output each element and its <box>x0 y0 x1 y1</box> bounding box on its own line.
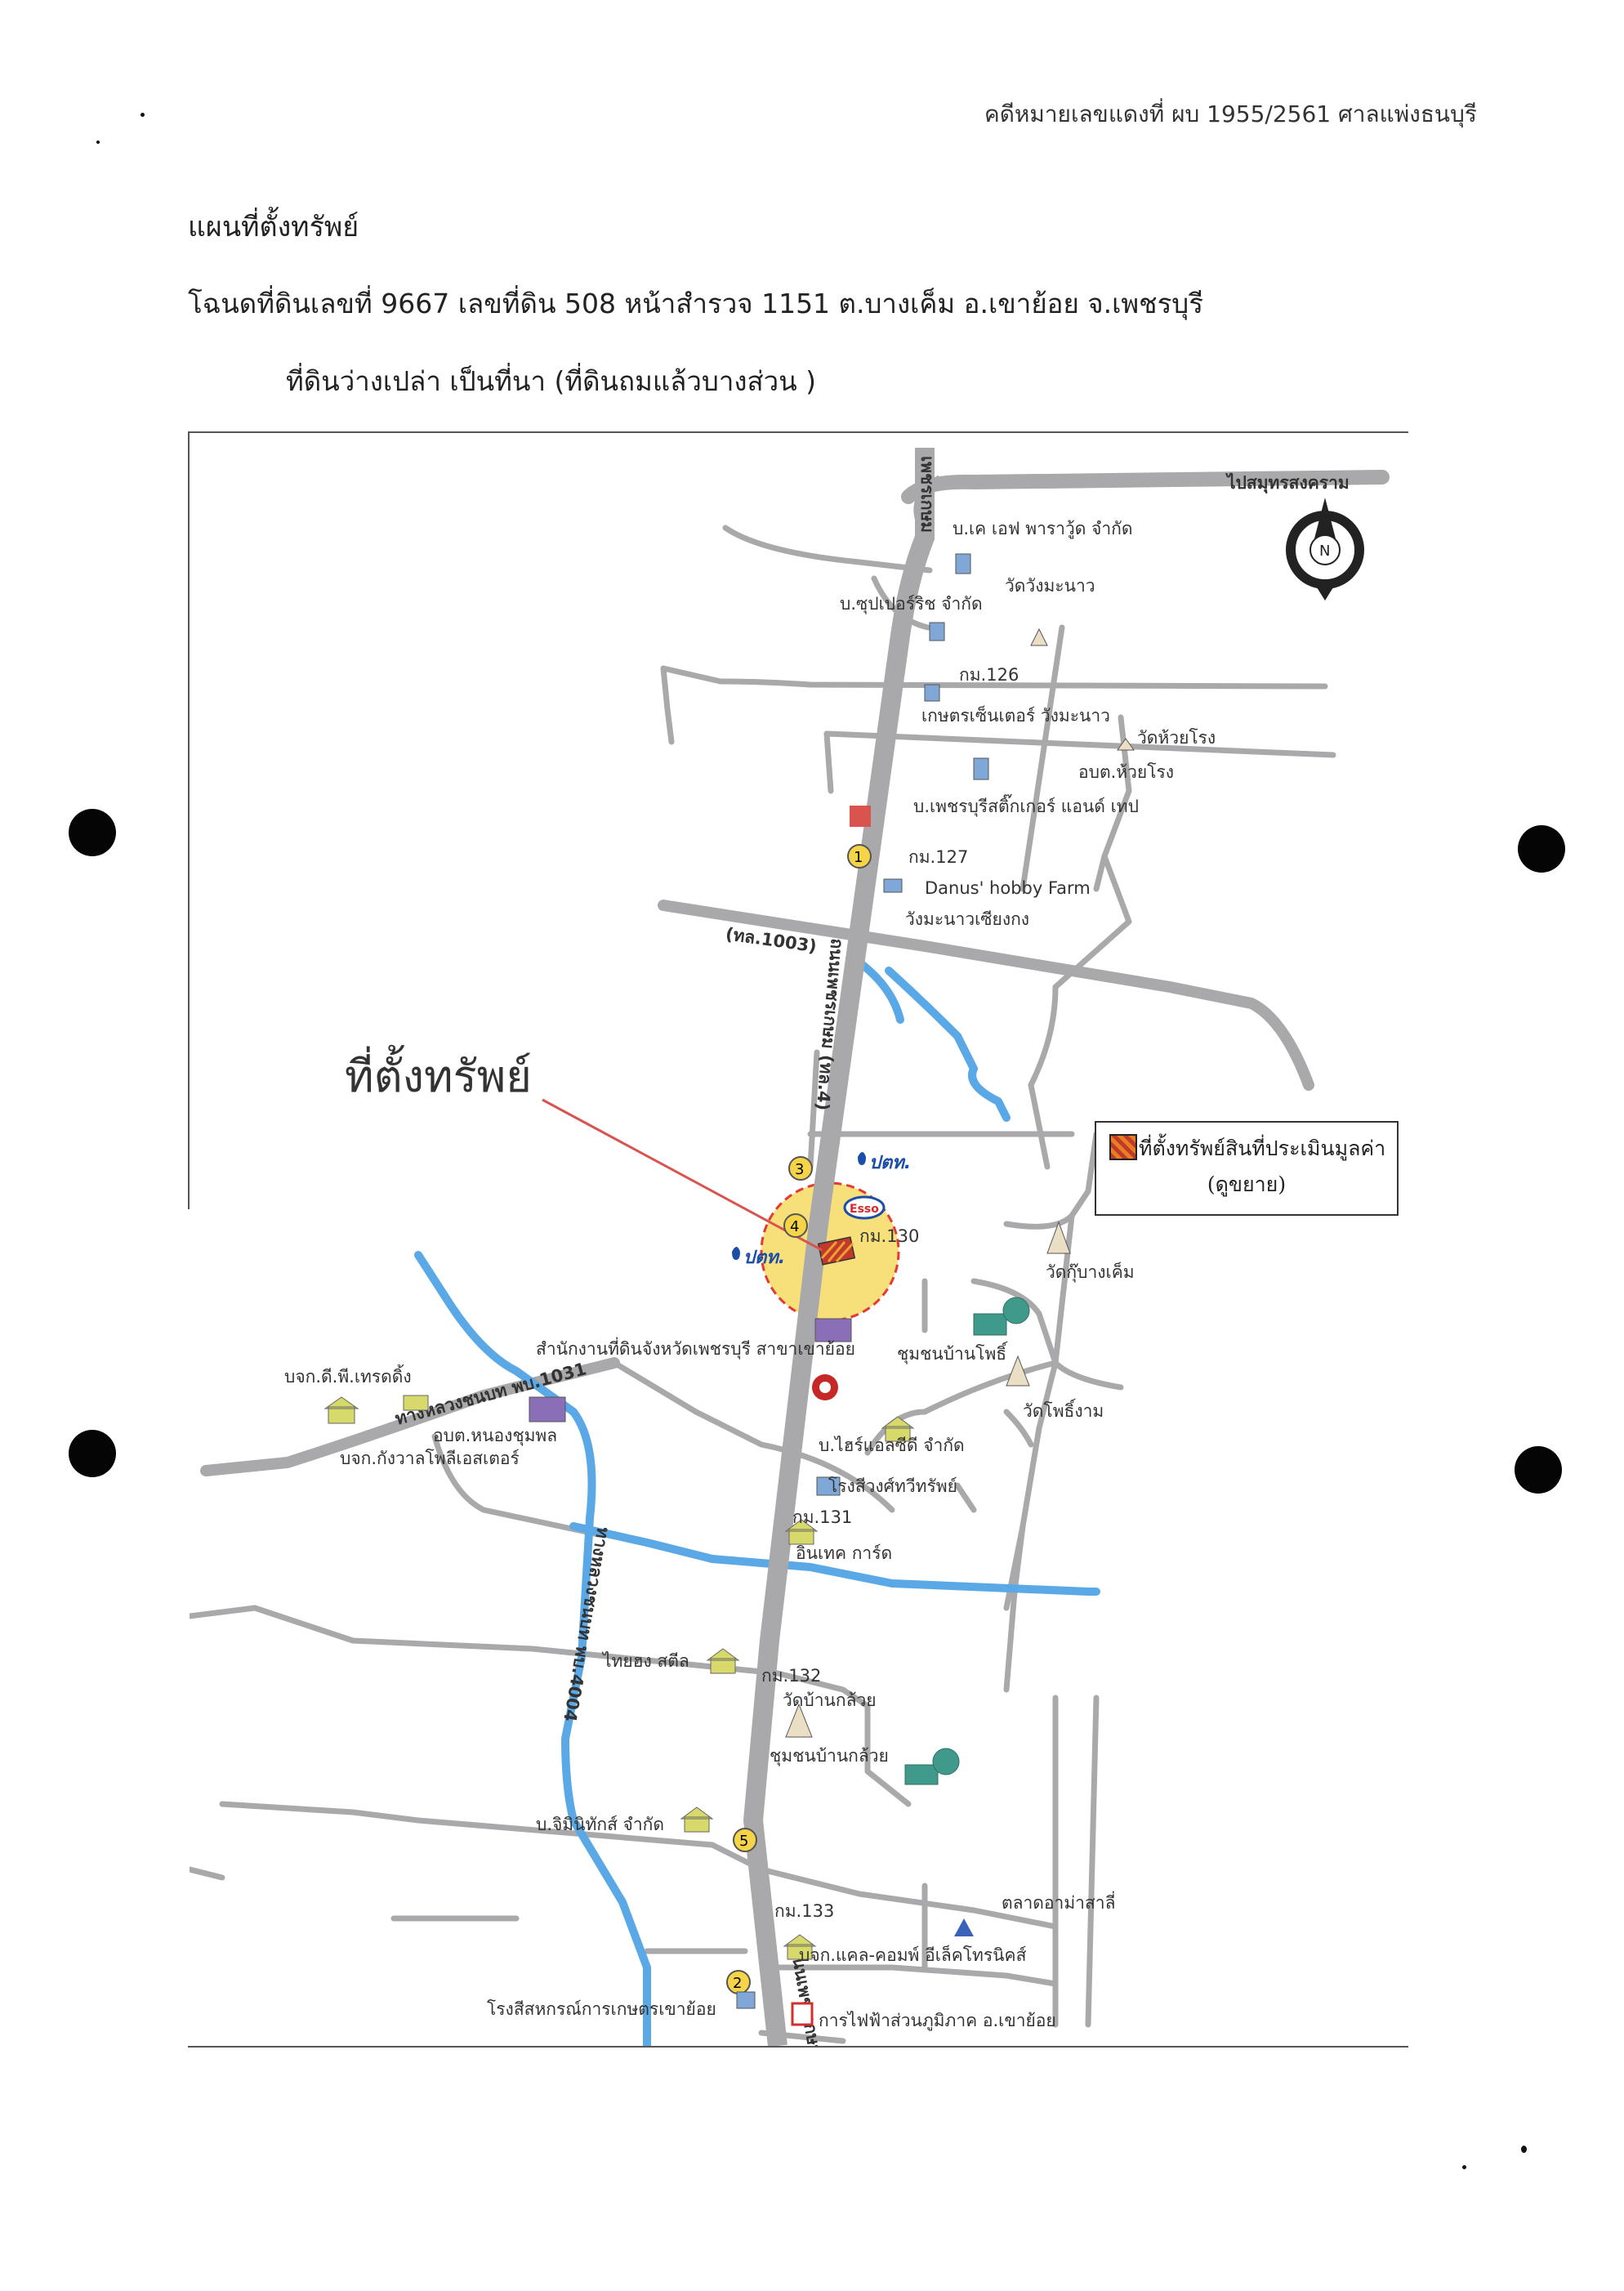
compass-icon: N <box>1286 498 1364 601</box>
place-label: ไทยฮง สตีล <box>601 1651 689 1671</box>
market-icon <box>954 1918 974 1936</box>
place-label: บ.ไฮร์แอลซีดี จำกัด <box>819 1436 965 1455</box>
place-label: วัดบ้านกล้วย <box>783 1690 877 1710</box>
road-label-top-east: ไปสมุทรสงคราม <box>1225 472 1350 494</box>
svg-text:ปตท.: ปตท. <box>869 1153 911 1173</box>
deed-line: โฉนดที่ดินเลขที่ 9667 เลขที่ดิน 508 หน้า… <box>188 288 1203 319</box>
road-1003 <box>658 900 1314 1091</box>
scan-speck <box>141 113 145 117</box>
place-label: บจก.แคล-คอมพ์ อีเล็คโทรนิคส์ <box>799 1944 1027 1965</box>
svg-text:ปตท.: ปตท. <box>743 1248 785 1268</box>
property-parcel <box>817 1236 856 1266</box>
place-label: บจก.กังวาลโพลีเอสเตอร์ <box>340 1449 520 1468</box>
map-top-border <box>188 431 1408 433</box>
place-label: บจก.ดี.พี.เทรดดิ้ง <box>284 1364 412 1387</box>
case-number: คดีหมายเลขแดงที่ ผบ 1955/2561 ศาลแพ่งธนบ… <box>984 100 1477 127</box>
scan-speck <box>96 141 100 144</box>
land-description: ที่ดินว่างเปล่า เป็นที่นา (ที่ดินถมแล้วบ… <box>286 365 817 397</box>
place-label: บ.เพชรบุรีสติ๊กเกอร์ แอนด์ เทป <box>913 793 1139 817</box>
place-label: อินเทค การ์ด <box>796 1543 892 1563</box>
road-1031 <box>200 1357 620 1476</box>
ptt-logo: ปตท. <box>732 1247 785 1268</box>
svg-text:3: 3 <box>795 1161 804 1178</box>
place-label: วัดห้วยโรง <box>1137 728 1216 748</box>
place-label: อบต.ห้วยโรง <box>1078 762 1174 782</box>
house-icon <box>323 1395 915 1960</box>
place-label: กม.131 <box>792 1507 852 1527</box>
place-label: โรงสีสหกรณ์การเกษตรเขาย้อย <box>487 1999 716 2019</box>
rivers <box>414 958 1100 2046</box>
legend-label: ที่ตั้งทรัพย์สินที่ประเมินมูลค่า <box>1139 1137 1386 1160</box>
office-icon <box>529 1318 852 1422</box>
place-label: เกษตรเซ็นเตอร์ วังมะนาว <box>921 704 1110 726</box>
map-marker-1: 1 <box>847 844 872 869</box>
scan-speck <box>1521 2146 1527 2153</box>
restaurant-icon <box>850 806 871 827</box>
place-label: วัดกุ๊บางเค็ม <box>1046 1261 1135 1283</box>
place-label: วัดโพธิ์งาม <box>1023 1398 1104 1421</box>
legend-sublabel: (ดูขยาย) <box>1207 1172 1287 1196</box>
map-marker-5: 5 <box>733 1828 757 1852</box>
place-label: ชุมชนบ้านกล้วย <box>770 1746 889 1766</box>
place-label: กม.130 <box>859 1226 919 1246</box>
svg-text:5: 5 <box>739 1833 748 1850</box>
building-icon <box>736 553 989 2009</box>
map-marker-2: 2 <box>726 1970 751 1994</box>
location-callout-label: ที่ตั้งทรัพย์ <box>345 1045 532 1102</box>
place-label: ชุมชนบ้านโพธิ์ <box>897 1341 1008 1364</box>
scan-speck <box>1462 2165 1466 2169</box>
place-label: กม.133 <box>774 1901 834 1921</box>
punch-hole-right-bottom <box>1515 1446 1562 1494</box>
place-label: สำนักงานที่ดินจังหวัดเพชรบุรี สาขาเขาย้อ… <box>536 1337 855 1360</box>
page-title: แผนที่ตั้งทรัพย์ <box>188 211 359 243</box>
svg-text:2: 2 <box>733 1975 742 1992</box>
map-left-border <box>188 431 190 1209</box>
road-label-highway-north: เพชรเกษม <box>917 456 937 533</box>
map-legend: ที่ตั้งทรัพย์สินที่ประเมินมูลค่า (ดูขยาย… <box>1095 1121 1399 1216</box>
punch-hole-left-top <box>69 809 116 856</box>
place-label: บ.เค เอฟ พาราวู้ด จำกัด <box>953 519 1133 539</box>
punch-hole-right-top <box>1518 825 1565 873</box>
temple-icon <box>785 627 1135 1738</box>
place-label: วังมะนาวเซียงกง <box>905 909 1029 929</box>
place-label: ตลาดอาม่าสาลี่ <box>1002 1891 1115 1913</box>
svg-text:Esso: Esso <box>850 1203 879 1216</box>
fuel-star-icon <box>812 1374 838 1400</box>
place-label: วัดวังมะนาว <box>1005 576 1095 596</box>
map-marker-3: 3 <box>788 1156 813 1181</box>
place-label: การไฟฟ้าส่วนภูมิภาค อ.เขาย้อย <box>819 2011 1056 2031</box>
svg-text:4: 4 <box>790 1218 799 1235</box>
place-label: Danus' hobby Farm <box>925 878 1091 898</box>
place-label: กม.126 <box>959 665 1019 685</box>
highway-phetkasem <box>743 448 935 2046</box>
map-bottom-border <box>188 2046 1408 2048</box>
esso-logo: Esso <box>843 1195 886 1220</box>
svg-text:1: 1 <box>854 849 863 866</box>
place-label: โรงสีวงศ์ทวีทรัพย์ <box>828 1476 957 1496</box>
place-label: กม.127 <box>908 847 968 867</box>
legend-property-swatch <box>1109 1134 1137 1160</box>
place-label: บ.ซุปเปอร์ริช จำกัด <box>840 594 983 614</box>
map-marker-4: 4 <box>783 1213 808 1238</box>
compass-north-label: N <box>1319 543 1330 560</box>
location-map[interactable]: ที่ตั้งทรัพย์ N ไปสมุทรสงคราม เพชรเกษม (… <box>190 431 1410 2046</box>
place-label: อบต.หนองชุมพล <box>433 1426 557 1446</box>
ptt-logo: ปตท. <box>858 1152 911 1173</box>
callout-line <box>542 1098 823 1252</box>
punch-hole-left-bottom <box>69 1430 116 1477</box>
place-label: บ.จิมินิทักส์ จำกัด <box>536 1815 664 1834</box>
electricity-office-icon <box>791 2002 814 2026</box>
community-icon <box>904 1297 1030 1785</box>
place-label: กม.132 <box>761 1666 821 1686</box>
